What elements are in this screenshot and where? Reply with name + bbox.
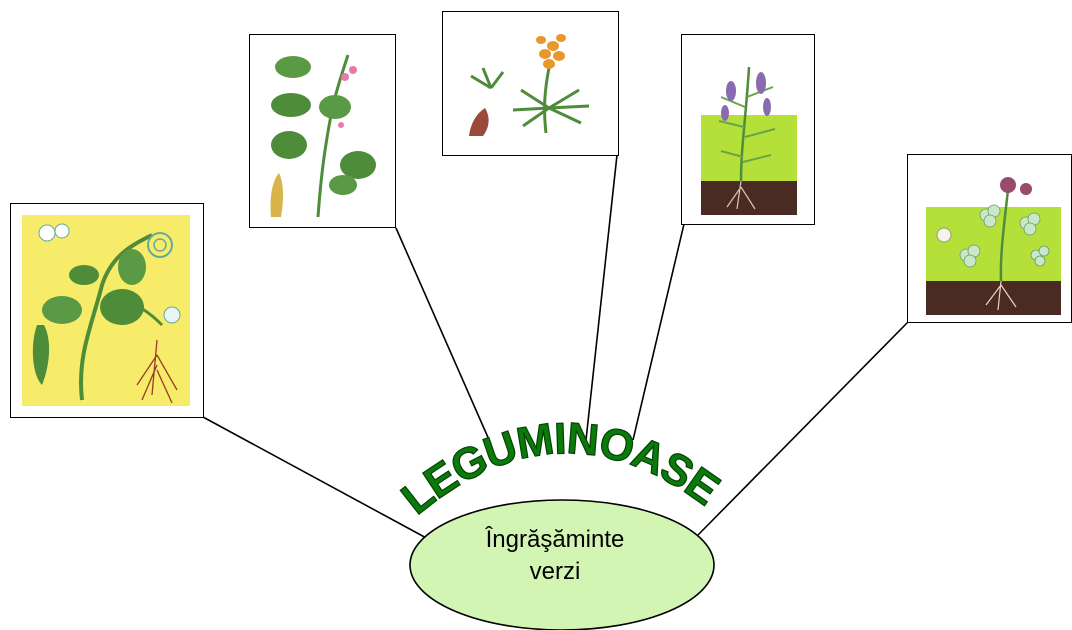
bean-plant-icon <box>263 45 383 217</box>
connector-line-vetch <box>633 224 684 440</box>
pea-plant-icon <box>22 215 190 406</box>
connector-line-bean <box>396 228 490 442</box>
center-label-line2: verzi <box>430 556 680 588</box>
picture-frame-bean <box>249 34 396 228</box>
lupin-plant-icon <box>461 28 603 140</box>
connector-line-lupin <box>586 155 617 440</box>
picture-frame-vetch <box>681 34 815 225</box>
picture-frame-clover <box>907 154 1072 323</box>
center-label-line1: Îngrăşăminte <box>430 524 680 556</box>
vetch-plant-icon <box>701 47 797 215</box>
center-label: Îngrăşăminte verzi <box>430 524 680 588</box>
connector-line-pea <box>203 417 430 540</box>
picture-frame-lupin <box>442 11 619 156</box>
connector-line-clover <box>698 322 908 535</box>
picture-frame-pea <box>10 203 204 418</box>
clover-plant-icon <box>926 165 1061 315</box>
